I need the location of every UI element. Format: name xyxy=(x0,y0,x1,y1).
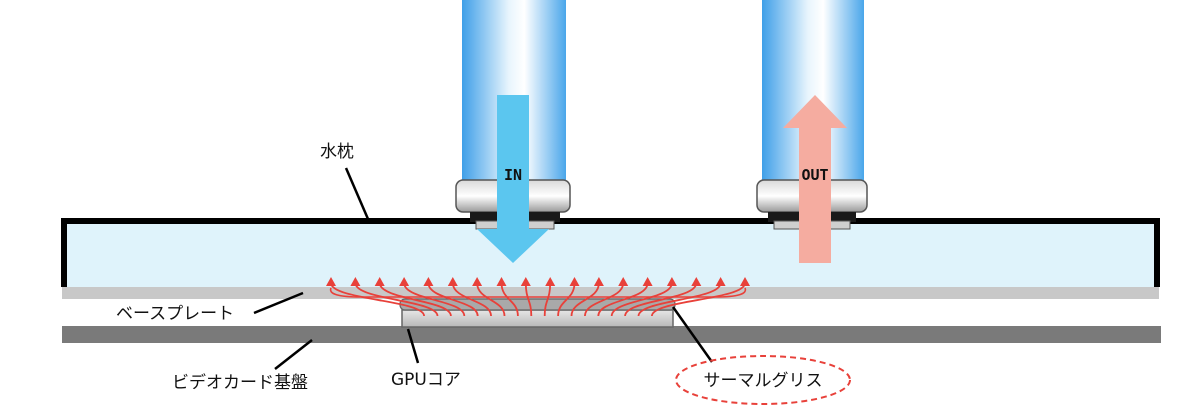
heat-flow-line xyxy=(403,282,466,317)
pcb-leader xyxy=(274,339,313,370)
heat-flow-line xyxy=(476,282,506,317)
heat-flow-arrowhead xyxy=(715,277,726,286)
water-block-leader xyxy=(344,167,370,220)
heat-flow-arrowhead xyxy=(423,277,434,286)
thermal-grease-callout xyxy=(675,355,851,405)
heat-flow-arrowhead xyxy=(618,277,629,286)
water-block-label: 水枕 xyxy=(320,142,354,162)
gpu-core-label: GPUコア xyxy=(391,370,461,390)
heat-flow-line xyxy=(524,282,533,317)
base-plate-leader xyxy=(253,291,304,315)
heat-flow-arrowhead xyxy=(666,277,677,286)
heat-flow-arrowhead xyxy=(545,277,556,286)
heat-flow-arrowhead xyxy=(374,277,385,286)
heat-flow-arrowhead xyxy=(520,277,531,286)
heat-flow-lines xyxy=(326,277,750,317)
heat-flow-arrowhead xyxy=(642,277,653,286)
base-plate-label: ベースプレート xyxy=(116,304,234,324)
heat-flow-line xyxy=(543,282,552,317)
outlet-label: OUT xyxy=(801,166,828,184)
heat-flow-line xyxy=(378,282,452,317)
coolant-chamber xyxy=(66,223,1155,287)
heat-flow-line xyxy=(610,282,673,317)
heat-flow-line xyxy=(637,282,722,317)
gpu-core xyxy=(401,309,674,328)
heat-flow-line xyxy=(330,282,425,317)
heat-flow-arrowhead xyxy=(496,277,507,286)
heat-flow-arrowhead xyxy=(447,277,458,286)
gpu-core-leader xyxy=(406,328,420,364)
heat-flow-arrowhead xyxy=(593,277,604,286)
inlet-arrow xyxy=(477,95,549,263)
water-block-housing xyxy=(61,218,1160,287)
thermal-grease-leader xyxy=(671,306,714,363)
heat-flow-arrowhead xyxy=(569,277,580,286)
heat-flow-arrowhead xyxy=(740,277,750,286)
heat-flow-line xyxy=(427,282,479,317)
heat-flow-line xyxy=(584,282,625,317)
heat-spread-line xyxy=(329,287,747,298)
heat-flow-arrowhead xyxy=(691,277,702,286)
heat-flow-line xyxy=(500,282,519,317)
heat-flow-arrowhead xyxy=(399,277,410,286)
heat-flow-line xyxy=(651,282,746,317)
heat-flow-arrowhead xyxy=(472,277,483,286)
heat-flow-arrowhead xyxy=(326,277,336,286)
heat-flow-line xyxy=(557,282,576,317)
outlet-arrow xyxy=(783,95,847,263)
heat-flow-line xyxy=(451,282,492,317)
pcb-board xyxy=(62,326,1161,343)
heat-flow-line xyxy=(624,282,698,317)
heat-flow-line xyxy=(354,282,439,317)
heat-flow-arrowhead xyxy=(350,277,361,286)
pcb-label: ビデオカード基盤 xyxy=(172,372,308,393)
thermal-grease-label: サーマルグリス xyxy=(704,371,823,391)
heat-flow-line xyxy=(570,282,600,317)
heat-flow-line xyxy=(597,282,649,317)
inlet-label: IN xyxy=(504,166,522,184)
